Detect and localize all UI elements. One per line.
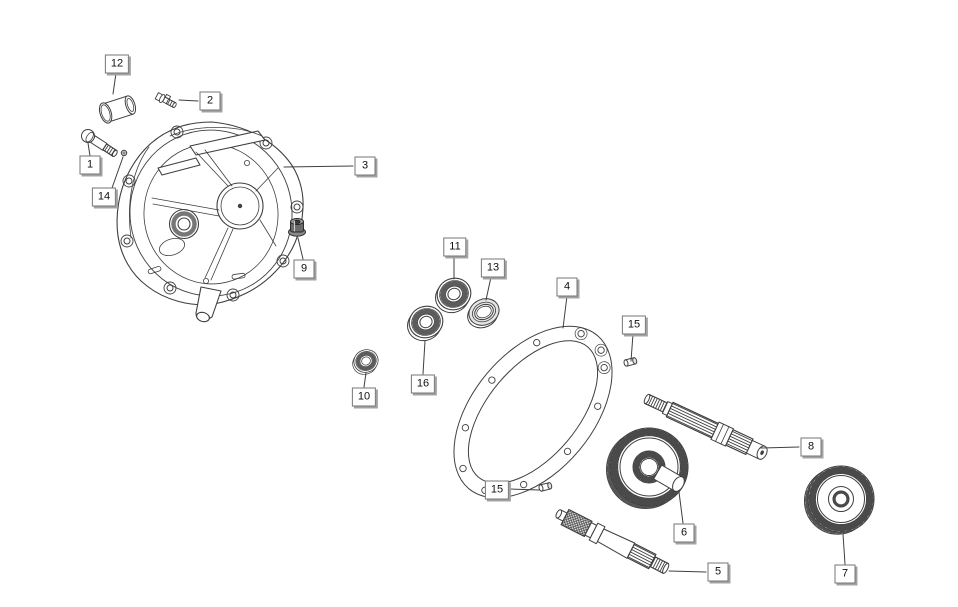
leader-line-small-bearing (363, 372, 367, 388)
output-shaft-drawing (643, 393, 768, 460)
driven-gear-drawing (804, 465, 875, 535)
callout-driven-gear: 7 (834, 564, 856, 584)
oil-seal-drawing (467, 298, 500, 329)
callout-dowel-pin-upper: 15 (621, 315, 647, 335)
leader-line-driven-gear (842, 533, 846, 565)
leader-line-oil-seal (485, 276, 492, 301)
leader-line-drive-shaft (668, 570, 707, 573)
spacer-bushing-drawing (98, 95, 137, 124)
leader-line-spacer-bushing (112, 72, 117, 95)
leader-line-flange-nut (297, 237, 304, 260)
leader-line-transmission-cover (283, 165, 354, 168)
callout-drive-shaft: 5 (707, 562, 729, 582)
leader-line-vent-screw (178, 99, 199, 102)
callout-intermediate-gear: 6 (673, 523, 695, 543)
small-bearing-drawing (346, 344, 384, 380)
flange-bolt-drawing (81, 129, 118, 157)
leader-line-flange-bolt (87, 142, 91, 157)
callout-transmission-cover: 3 (354, 156, 376, 176)
callout-upper-bearing: 11 (443, 237, 467, 257)
callout-output-shaft: 8 (800, 437, 822, 457)
callout-washer: 14 (91, 187, 117, 207)
leader-line-output-shaft (759, 446, 800, 449)
leader-line-washer (111, 156, 124, 189)
callout-flange-nut: 9 (293, 259, 315, 279)
washer-drawing (120, 149, 128, 157)
leader-lines (87, 72, 846, 573)
callout-lower-bearing: 16 (410, 374, 436, 394)
callout-vent-screw: 2 (199, 91, 221, 111)
callout-cover-gasket: 4 (556, 277, 578, 297)
cover-gasket-drawing (453, 325, 613, 499)
callout-dowel-pin-lower: 15 (484, 480, 510, 500)
transmission-cover-drawing (116, 121, 304, 323)
leader-line-cover-gasket (562, 295, 568, 329)
callout-oil-seal: 13 (480, 258, 506, 278)
vent-screw-drawing (154, 92, 177, 108)
leader-line-dowel-pin-lower (508, 488, 540, 491)
intermediate-gear-drawing (606, 427, 689, 509)
leader-line-lower-bearing (422, 340, 426, 375)
callout-flange-bolt: 1 (79, 155, 101, 175)
flange-nut-drawing (288, 218, 306, 237)
leader-line-dowel-pin-upper (630, 333, 634, 362)
dowel-pin-upper-drawing (622, 356, 638, 368)
callout-spacer-bushing: 12 (104, 54, 130, 74)
drive-shaft-drawing (555, 509, 670, 574)
leader-line-intermediate-gear (678, 491, 684, 524)
callout-small-bearing: 10 (351, 387, 377, 407)
